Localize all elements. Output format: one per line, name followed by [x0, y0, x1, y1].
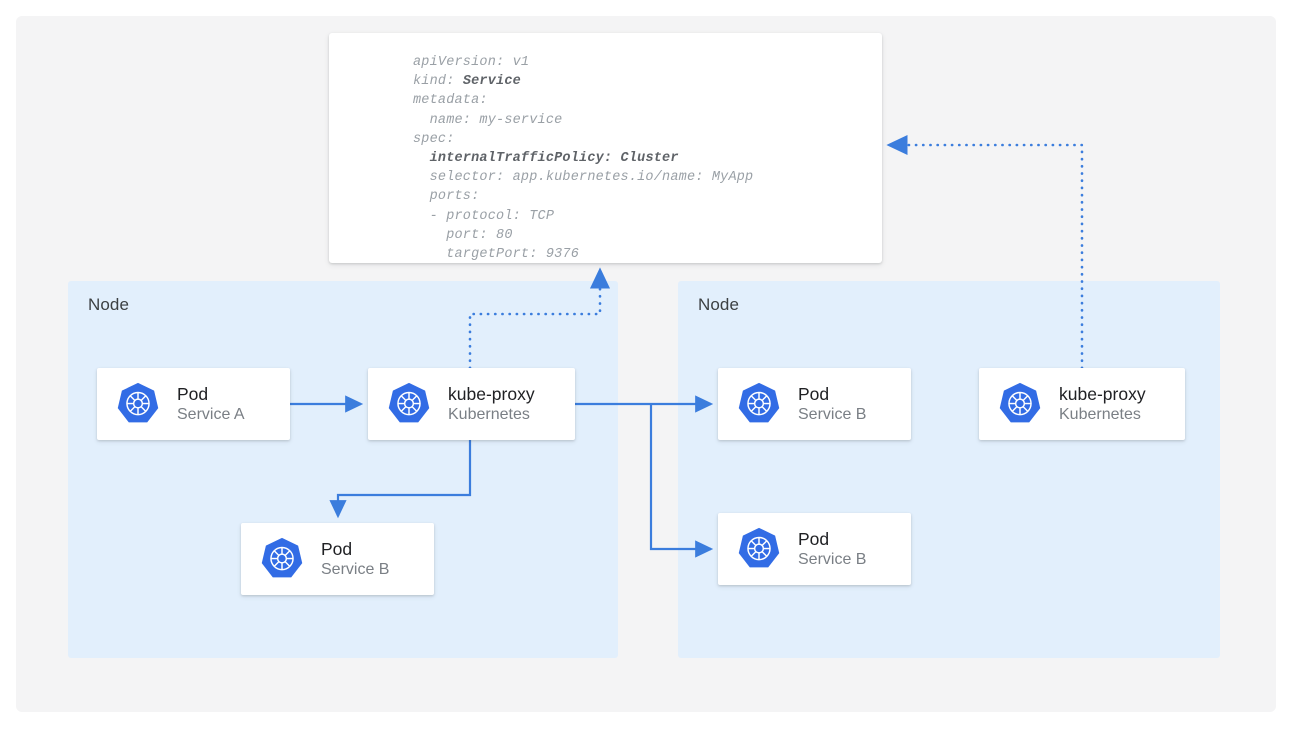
card-text: Pod Service A [177, 384, 245, 425]
kubernetes-icon [259, 536, 305, 582]
kubernetes-icon [736, 526, 782, 572]
card-pod-service-b-local[interactable]: Pod Service B [241, 523, 434, 595]
card-kube-proxy-right[interactable]: kube-proxy Kubernetes [979, 368, 1185, 440]
card-title: Pod [798, 383, 830, 404]
kubernetes-icon [736, 381, 782, 427]
kubernetes-icon [386, 381, 432, 427]
card-title: kube-proxy [1059, 383, 1146, 404]
service-manifest-code: apiVersion: v1 kind: Service metadata: n… [413, 55, 754, 263]
card-title: Pod [798, 528, 830, 549]
card-kube-proxy-left[interactable]: kube-proxy Kubernetes [368, 368, 575, 440]
kubernetes-icon [997, 381, 1043, 427]
node-right-label: Node [698, 295, 740, 314]
card-text: kube-proxy Kubernetes [448, 384, 535, 425]
card-subtitle: Kubernetes [448, 405, 530, 423]
card-text: kube-proxy Kubernetes [1059, 384, 1146, 425]
card-pod-service-b-remote-upper[interactable]: Pod Service B [718, 368, 911, 440]
card-subtitle: Service B [321, 560, 390, 578]
card-subtitle: Kubernetes [1059, 405, 1141, 423]
card-subtitle: Service A [177, 405, 245, 423]
node-left-label: Node [88, 295, 130, 314]
service-manifest-card: apiVersion: v1 kind: Service metadata: n… [329, 33, 882, 263]
card-pod-service-a[interactable]: Pod Service A [97, 368, 290, 440]
card-subtitle: Service B [798, 405, 867, 423]
card-text: Pod Service B [798, 529, 866, 570]
card-title: Pod [177, 383, 209, 404]
card-pod-service-b-remote-lower[interactable]: Pod Service B [718, 513, 911, 585]
card-subtitle: Service B [798, 550, 867, 568]
node-group-left: Node [68, 281, 618, 658]
node-group-right: Node [678, 281, 1220, 658]
card-title: Pod [321, 538, 353, 559]
card-text: Pod Service B [321, 539, 389, 580]
kubernetes-icon [115, 381, 161, 427]
card-text: Pod Service B [798, 384, 866, 425]
card-title: kube-proxy [448, 383, 535, 404]
